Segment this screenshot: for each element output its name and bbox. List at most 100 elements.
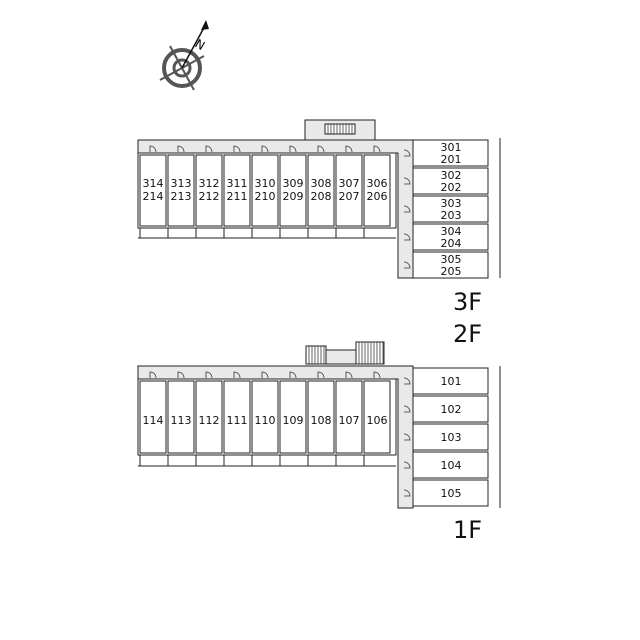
floor-label-3f: 3F — [453, 288, 482, 316]
door-icon — [233, 371, 241, 379]
unit-number-lower: 205 — [441, 265, 462, 278]
unit-outline — [412, 167, 489, 195]
unit-number-upper: 308 — [311, 177, 332, 190]
unit-number-upper: 303 — [441, 197, 462, 210]
unit-outline — [251, 380, 279, 454]
unit-outline — [412, 395, 489, 423]
unit-outline — [139, 380, 167, 454]
door-icon — [345, 371, 353, 379]
unit-outline — [279, 154, 307, 227]
unit-cell: 103 — [403, 423, 489, 451]
unit-number-lower: 212 — [199, 190, 220, 203]
unit-number-upper: 307 — [339, 177, 360, 190]
unit-number-lower: 202 — [441, 181, 462, 194]
unit-outline — [307, 154, 335, 227]
unit-outline — [363, 154, 391, 227]
unit-outline — [195, 154, 223, 227]
unit-number: 113 — [171, 414, 192, 427]
door-icon — [403, 205, 411, 213]
unit-number-lower: 204 — [441, 237, 462, 250]
unit-number: 106 — [367, 414, 388, 427]
unit-outline — [167, 154, 195, 227]
unit-cell: 101 — [403, 367, 489, 395]
unit-cell: 112 — [195, 371, 223, 466]
unit-outline — [412, 451, 489, 479]
upper-floor-block: 3142143132133122123112113102103092093082… — [137, 119, 501, 279]
unit-cell: 114 — [139, 371, 167, 466]
unit-number-upper: 312 — [199, 177, 220, 190]
unit-number-lower: 211 — [227, 190, 248, 203]
unit-number-upper: 302 — [441, 169, 462, 182]
door-icon — [403, 433, 411, 441]
door-icon — [373, 371, 381, 379]
unit-number: 102 — [441, 403, 462, 416]
door-icon — [149, 145, 157, 153]
unit-outline — [363, 380, 391, 454]
unit-number: 110 — [255, 414, 276, 427]
unit-number-lower: 209 — [283, 190, 304, 203]
unit-number: 103 — [441, 431, 462, 444]
door-icon — [177, 145, 185, 153]
unit-cell: 108 — [307, 371, 335, 466]
door-icon — [403, 461, 411, 469]
door-icon — [373, 145, 381, 153]
unit-cell: 104 — [403, 451, 489, 479]
unit-number-lower: 201 — [441, 153, 462, 166]
unit-outline — [412, 367, 489, 395]
floor-label-2f: 2F — [453, 320, 482, 348]
compass-north-label: N — [193, 36, 208, 53]
unit-outline — [335, 154, 363, 227]
unit-number: 101 — [441, 375, 462, 388]
unit-number-upper: 309 — [283, 177, 304, 190]
unit-outline — [412, 223, 489, 251]
unit-number: 105 — [441, 487, 462, 500]
door-icon — [205, 371, 213, 379]
unit-number-upper: 313 — [171, 177, 192, 190]
unit-number-lower: 207 — [339, 190, 360, 203]
door-icon — [261, 371, 269, 379]
unit-cell: 111 — [223, 371, 251, 466]
door-icon — [403, 489, 411, 497]
door-icon — [149, 371, 157, 379]
unit-outline — [412, 251, 489, 279]
unit-number-upper: 311 — [227, 177, 248, 190]
door-icon — [317, 145, 325, 153]
unit-cell: 107 — [335, 371, 363, 466]
door-icon — [403, 405, 411, 413]
unit-cell: 109 — [279, 371, 307, 466]
unit-number-lower: 213 — [171, 190, 192, 203]
unit-cell: 105 — [403, 479, 489, 507]
door-icon — [261, 145, 269, 153]
lower-stair-landing — [325, 349, 357, 365]
unit-number-lower: 203 — [441, 209, 462, 222]
unit-number: 112 — [199, 414, 220, 427]
unit-outline — [412, 195, 489, 223]
unit-number: 108 — [311, 414, 332, 427]
unit-number: 104 — [441, 459, 462, 472]
door-icon — [403, 233, 411, 241]
door-icon — [289, 145, 297, 153]
unit-number: 109 — [283, 414, 304, 427]
door-icon — [403, 261, 411, 269]
unit-number-lower: 214 — [143, 190, 164, 203]
unit-number: 111 — [227, 414, 248, 427]
unit-outline — [412, 479, 489, 507]
unit-outline — [167, 380, 195, 454]
unit-cell: 113 — [167, 371, 195, 466]
floor-label-1f: 1F — [453, 516, 482, 544]
unit-outline — [223, 380, 251, 454]
